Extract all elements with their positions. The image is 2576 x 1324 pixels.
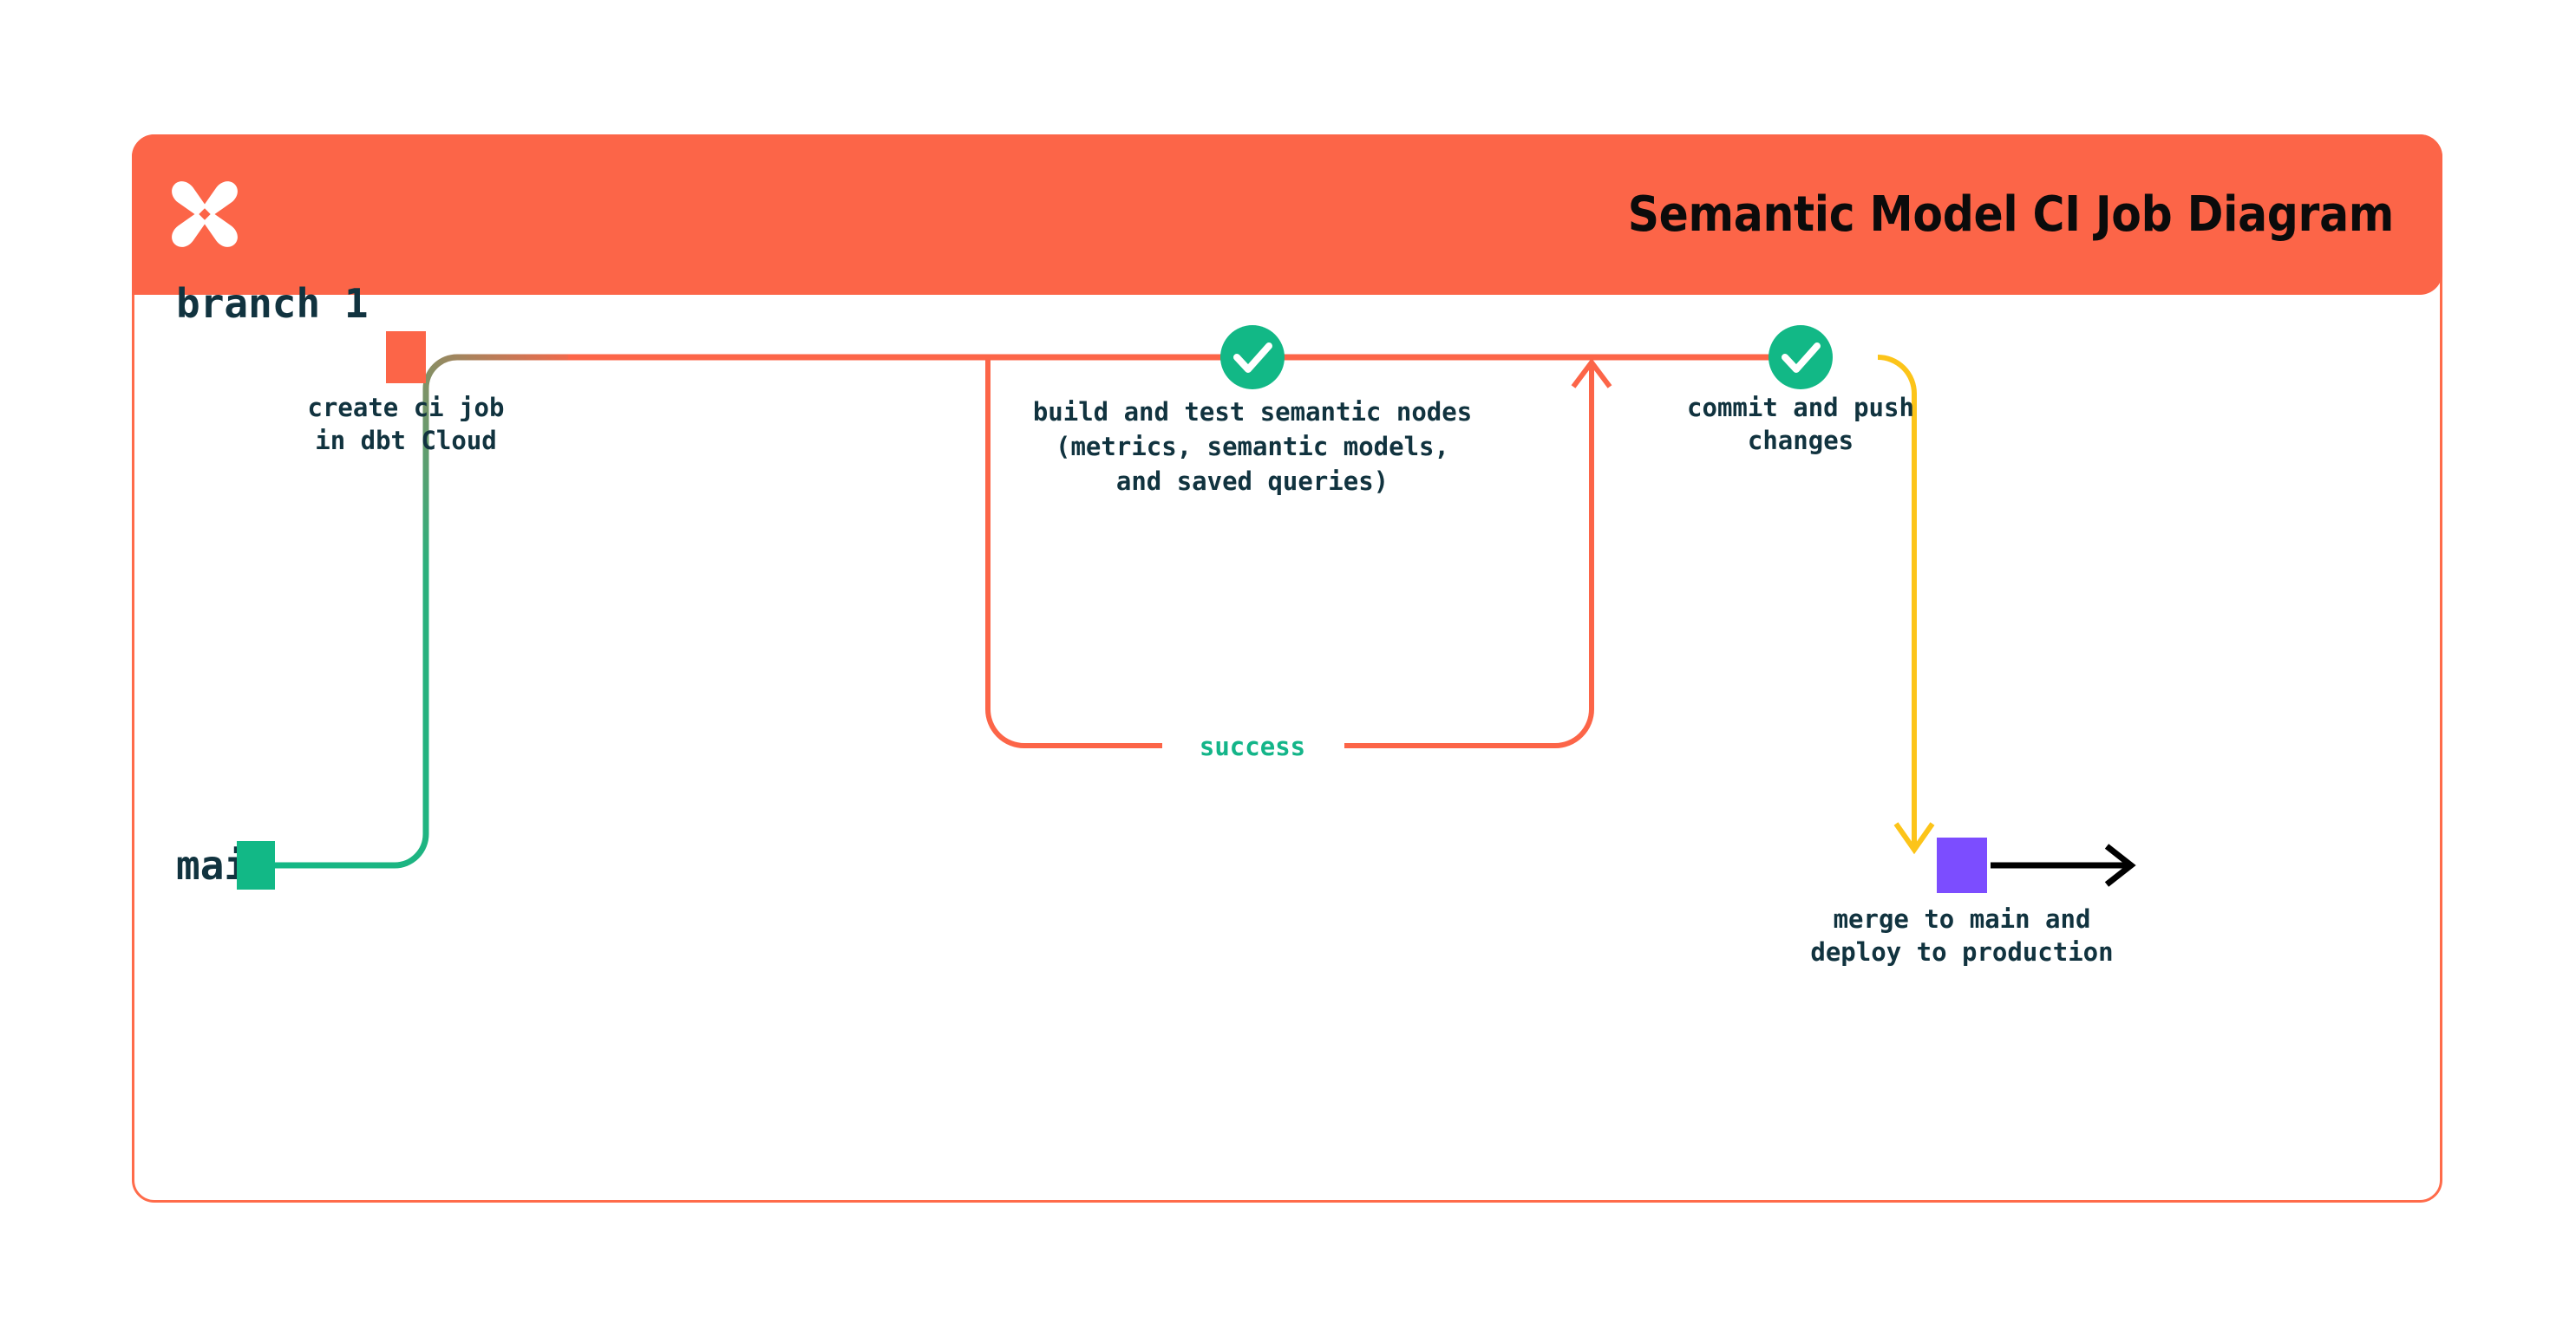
dbt-x-logo-icon (172, 181, 238, 247)
merge-arrow-down-icon (1893, 822, 1935, 855)
check-icon (1782, 342, 1821, 373)
loop-arrow-up-icon (1571, 358, 1612, 388)
svg-text:deploy to production: deploy to production (1810, 937, 2113, 967)
svg-text:merge to main and: merge to main and (1834, 904, 2091, 934)
label-create-ci-job: create ci job in dbt Cloud (308, 393, 505, 455)
svg-text:and saved queries): and saved queries) (1116, 466, 1389, 496)
continue-main-edge (1991, 844, 2136, 887)
success-loop-edge (985, 357, 1612, 748)
diagram-card: Semantic Model CI Job Diagram (132, 134, 2442, 1203)
branch-off-edge (256, 354, 585, 869)
node-commit-and-push[interactable] (1769, 325, 1833, 389)
svg-text:commit and push: commit and push (1687, 393, 1914, 422)
svg-text:create ci job: create ci job (308, 393, 505, 422)
node-create-ci-job[interactable] (386, 331, 426, 383)
node-build-and-test[interactable] (1220, 325, 1285, 389)
node-main-start[interactable] (237, 841, 275, 890)
label-commit-and-push: commit and push changes (1687, 393, 1914, 455)
node-merge-to-main[interactable] (1937, 838, 1987, 893)
label-merge-to-main: merge to main and deploy to production (1810, 904, 2113, 967)
success-edge-label: success (1200, 732, 1305, 761)
main-arrow-right-icon (2104, 844, 2136, 887)
svg-text:changes: changes (1748, 426, 1854, 455)
card-header: Semantic Model CI Job Diagram (132, 134, 2442, 295)
svg-text:(metrics, semantic models,: (metrics, semantic models, (1056, 432, 1449, 461)
merge-down-edge (1877, 355, 1935, 855)
branch-label-branch-1: branch 1 (176, 280, 369, 327)
ci-job-diagram: branch 1 main create ci job in dbt Cloud… (176, 280, 2136, 967)
page-title: Semantic Model CI Job Diagram (1627, 186, 2395, 243)
label-build-and-test: build and test semantic nodes (metrics, … (1033, 397, 1472, 496)
svg-text:in dbt Cloud: in dbt Cloud (315, 426, 497, 455)
svg-text:build and test semantic nodes: build and test semantic nodes (1033, 397, 1472, 427)
check-icon (1233, 342, 1272, 373)
